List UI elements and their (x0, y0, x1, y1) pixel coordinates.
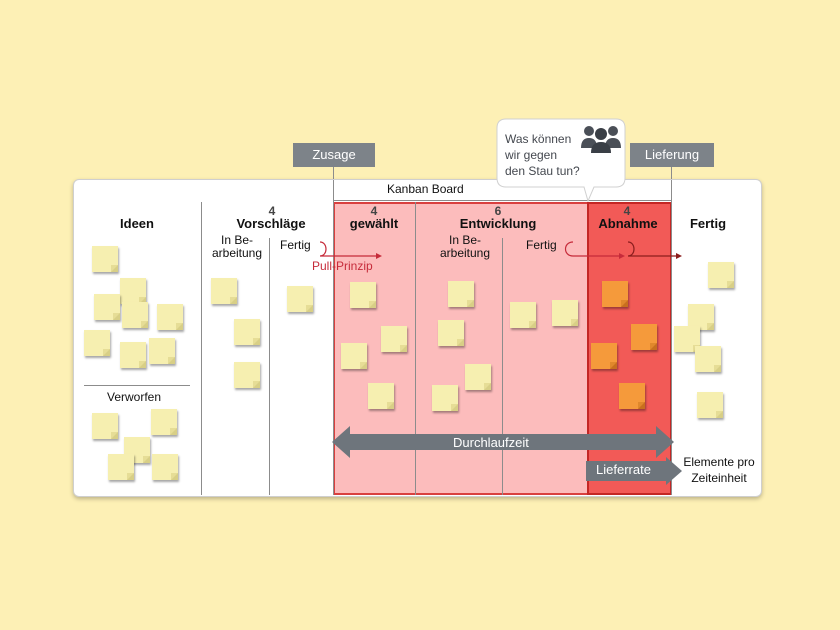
bubble-line1: Was können (505, 132, 572, 146)
lead-time-arrow (332, 426, 674, 458)
board-title: Kanban Board (387, 182, 464, 196)
column-divider (201, 202, 202, 495)
development-wip-limit: 6 (494, 204, 502, 218)
blocked-sticky-note (591, 343, 617, 369)
proposals-in-progress-label: In Be- arbeitung (208, 234, 266, 260)
sticky-note (152, 454, 178, 480)
sticky-note (234, 362, 260, 388)
discarded-label: Verworfen (107, 390, 162, 404)
sticky-note (234, 319, 260, 345)
sticky-note (448, 281, 474, 307)
lead-time-label: Durchlaufzeit (453, 435, 529, 450)
ideas-title: Ideen (120, 216, 154, 231)
rate-unit-line1: Elemente pro (683, 455, 755, 469)
acceptance-title: Abnahme (598, 216, 658, 231)
sticky-note (108, 454, 134, 480)
sticky-note (120, 278, 146, 304)
column-divider (333, 180, 334, 495)
development-in-progress-line2: arbeitung (439, 246, 491, 260)
sticky-note (510, 302, 536, 328)
blocked-sticky-note (631, 324, 657, 350)
selected-title: gewählt (349, 216, 399, 231)
column-divider (502, 238, 503, 495)
sticky-note (151, 409, 177, 435)
sticky-note (149, 338, 175, 364)
bubble-line3: den Stau tun? (505, 164, 580, 178)
development-title: Entwicklung (459, 216, 537, 231)
pull-arrow (627, 241, 682, 259)
ideas-divider (84, 385, 190, 386)
acceptance-wip-limit: 4 (623, 204, 631, 218)
sticky-note (368, 383, 394, 409)
sticky-note (697, 392, 723, 418)
sticky-note (84, 330, 110, 356)
proposals-in-progress-line2: arbeitung (211, 246, 263, 260)
proposals-title: Vorschläge (236, 216, 306, 231)
kanban-board: Kanban Board Ideen Verworfen 4 Vorschläg… (73, 179, 762, 497)
pull-arrow (564, 241, 625, 259)
sticky-note (341, 343, 367, 369)
sticky-note (465, 364, 491, 390)
sticky-note (94, 294, 120, 320)
sticky-note (211, 278, 237, 304)
people-group-icon (581, 126, 621, 153)
development-in-progress-label: In Be- arbeitung (436, 234, 494, 260)
sticky-note (438, 320, 464, 346)
pull-principle-label: Pull-Prinzip (312, 259, 373, 273)
sticky-note (122, 302, 148, 328)
blocked-sticky-note (619, 383, 645, 409)
selected-wip-limit: 4 (370, 204, 378, 218)
development-in-progress-line1: In Be- (448, 233, 481, 247)
proposals-wip-limit: 4 (268, 204, 276, 218)
proposals-done-label: Fertig (280, 238, 311, 252)
column-divider (671, 180, 672, 495)
sticky-note (695, 346, 721, 372)
sticky-note (432, 385, 458, 411)
sticky-note (350, 282, 376, 308)
column-divider (415, 202, 416, 495)
proposals-in-progress-line1: In Be- (220, 233, 253, 247)
delivery-marker: Lieferung (630, 143, 714, 167)
sticky-note (120, 342, 146, 368)
sticky-note (708, 262, 734, 288)
speech-bubble-text: Was können wir gegen den Stau tun? (505, 131, 580, 179)
sticky-note (552, 300, 578, 326)
development-done-label: Fertig (526, 238, 557, 252)
sticky-note (381, 326, 407, 352)
delivery-rate-label: Lieferrate (596, 462, 651, 477)
board-title-divider (333, 200, 672, 201)
pull-arrow (319, 241, 382, 259)
sticky-note (688, 304, 714, 330)
finished-title: Fertig (689, 216, 727, 231)
sticky-note (92, 246, 118, 272)
commitment-marker: Zusage (293, 143, 375, 167)
rate-unit-label: Elemente pro Zeiteinheit (676, 454, 762, 486)
sticky-note (92, 413, 118, 439)
sticky-note (287, 286, 313, 312)
bubble-line2: wir gegen (505, 148, 558, 162)
blocked-sticky-note (602, 281, 628, 307)
delivery-rate-arrow (586, 457, 682, 485)
rate-unit-line2: Zeiteinheit (691, 471, 747, 485)
sticky-note (157, 304, 183, 330)
column-divider (269, 238, 270, 495)
